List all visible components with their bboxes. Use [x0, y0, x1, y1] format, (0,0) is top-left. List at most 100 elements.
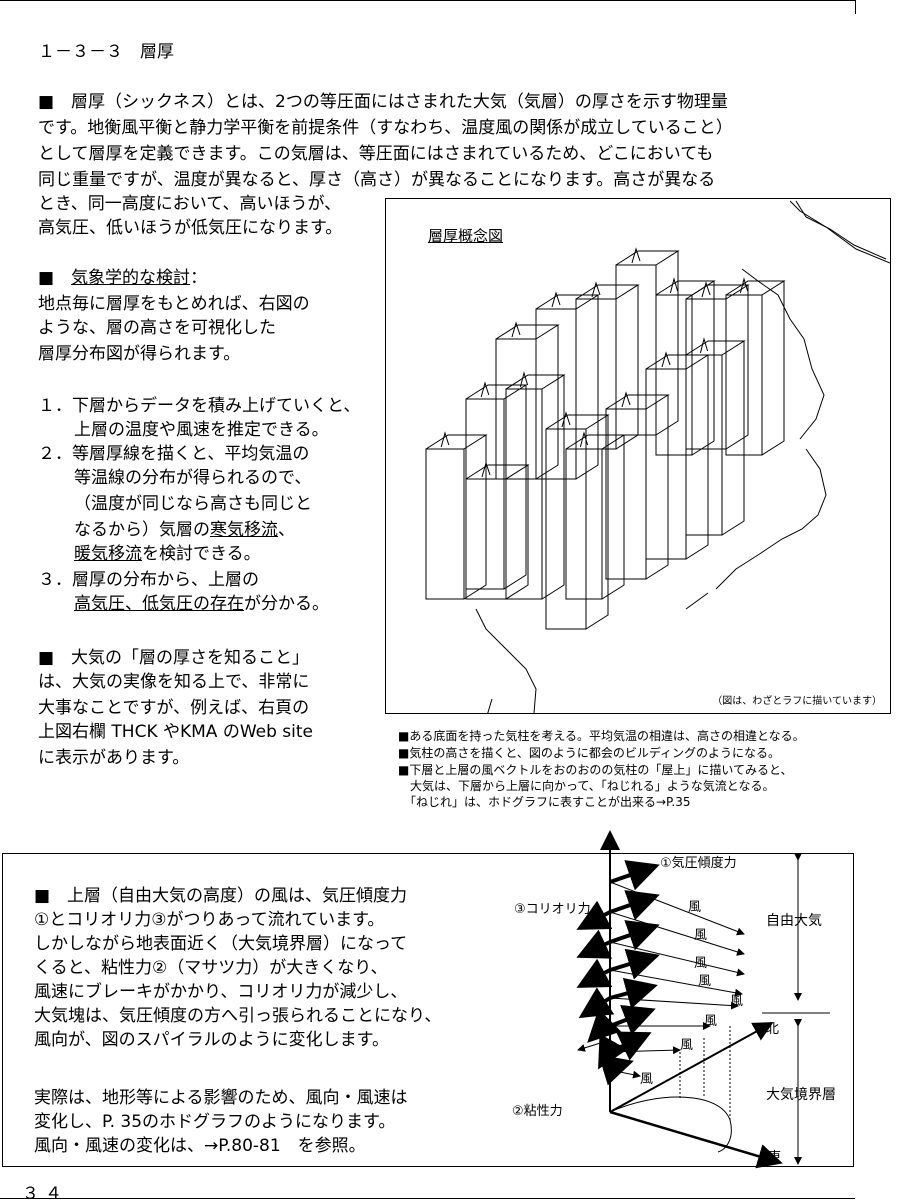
text: なるから）気層の: [74, 520, 210, 540]
warm-advection: 暖気移流: [74, 544, 142, 564]
wind-label: 風: [698, 974, 712, 989]
wind-label: 風: [730, 994, 744, 1009]
section-heading: １－３－３ 層厚: [38, 42, 174, 62]
list-item-2-cont: （温度が同じなら高さも同じと: [74, 494, 312, 514]
para-line: ■ 上層（自由大気の高度）の風は、気圧傾度力: [34, 886, 408, 906]
viscous-label: ②粘性力: [512, 1104, 563, 1119]
thickness-column: [605, 394, 670, 580]
intro-line: ■ 層厚（シックネス）とは、2つの等圧面にはさまれた大気（気層）の厚さを示す物理…: [38, 92, 728, 112]
thickness-column: [465, 464, 530, 600]
bullet: ■: [38, 268, 72, 288]
thickness-column: [495, 324, 560, 480]
caption-line: ■下層と上層の風ベクトルをおのおのの気柱の「屋上」に描いてみると、: [398, 763, 793, 777]
atmos-line: 上図右欄 THCK やKMA のWeb site: [38, 722, 314, 742]
wind-vector-mark: [739, 277, 749, 294]
thickness-column: [615, 250, 680, 436]
wind-vector-mark: [579, 431, 589, 448]
wind-label: 風: [704, 1014, 718, 1029]
bottom-rule: [0, 1198, 855, 1199]
free-atmosphere-label: 自由大気: [766, 913, 822, 929]
para-line: くると、粘性力②（マサツ力）が大きくなり、: [34, 958, 388, 978]
intro-line: 同じ重量ですが、温度が異なると、厚さ（高さ）が異なることになります。高さが異なる: [38, 170, 716, 190]
cold-advection: 寒気移流: [210, 520, 278, 540]
page-number: ３４: [22, 1184, 68, 1204]
met-line: 地点毎に層厚をもとめれば、右図の: [38, 294, 310, 314]
text: を検討できる。: [142, 544, 261, 564]
atmos-line: 大事なことですが、例えば、右頁の: [38, 698, 310, 718]
thickness-column: [425, 434, 488, 600]
colon: ：: [190, 268, 208, 288]
wind-label: 風: [680, 1038, 694, 1053]
wind-vector-mark: [480, 381, 490, 398]
figure-title: 層厚概念図: [428, 227, 504, 245]
caption-line: ■気柱の高さを描くと、図のように都会のビルディングのようになる。: [398, 746, 781, 760]
met-line: 層厚分布図が得られます。: [38, 344, 241, 364]
intro-line: とき、同一高度において、高いほうが、: [38, 194, 342, 214]
list-item-1-cont: 上層の温度や風速を推定できる。: [74, 420, 329, 440]
wind-vector-mark: [701, 281, 711, 298]
intro-line: 高気圧、低いほうが低気圧になります。: [38, 218, 343, 238]
top-right-tick: [855, 0, 856, 14]
para-line: しかしながら地表面近く（大気境界層）になって: [34, 934, 408, 954]
east-label: 東: [768, 1150, 782, 1165]
top-rule: [0, 0, 855, 1]
wind-vector-mark: [661, 351, 671, 368]
atmos-line: に表示があります。: [38, 748, 190, 768]
wind-vector-mark: [631, 247, 641, 264]
text: 、: [278, 520, 295, 540]
wind-vector-mark: [519, 371, 529, 388]
wind-label: 風: [694, 928, 708, 943]
caption-line: 大気は、下層から上層に向かって、「ねじれる」ような気流となる。: [398, 779, 775, 793]
wind-vector-mark: [699, 337, 709, 354]
para-line: 変化し、P. 35のホドグラフのようになります。: [34, 1112, 396, 1132]
high-low-pressure: 高気圧、低気圧の存在: [74, 594, 244, 614]
text: が分かる。: [244, 594, 329, 614]
thickness-column: [505, 374, 566, 600]
list-item-2: ２．等層厚線を描くと、平均気温の: [38, 444, 310, 464]
wind-vector-mark: [511, 321, 521, 338]
caption-line: ■ある底面を持った気柱を考える。平均気温の相違は、高さの相違となる。: [398, 729, 805, 743]
north-label: 北: [766, 1022, 780, 1037]
thickness-column: [545, 414, 610, 630]
thickness-figure: 層厚概念図 （図は、わざとラフに描いています）: [385, 198, 891, 714]
coriolis-label: ③コリオリ力: [514, 902, 591, 917]
list-item-3-cont: 高気圧、低気圧の存在が分かる。: [74, 592, 329, 616]
wind-vector-mark: [561, 411, 571, 428]
wind-label: 風: [688, 900, 702, 915]
figure-note: （図は、わざとラフに描いています）: [712, 696, 882, 707]
wind-vector-mark: [591, 281, 601, 298]
bottom-para-2: 実際は、地形等による影響のため、風向・風速は 変化し、P. 35のホドグラフのよ…: [34, 1086, 408, 1158]
caption-line: 「ねじれ」は、ホドグラフに表すことが出来る→P.35: [398, 795, 691, 809]
intro-line: として層厚を定義できます。この気層は、等圧面にはさまれているため、どこにおいても: [38, 144, 714, 164]
wind-vector-mark: [551, 291, 561, 308]
thickness-column: [565, 434, 626, 600]
ekman-spiral-diagram: [576, 830, 830, 1169]
list-item-2-cont: 等温線の分布が得られるので、: [74, 468, 312, 488]
thickness-column: [575, 284, 640, 450]
wind-vector-mark: [621, 391, 631, 408]
wind-label: 風: [640, 1072, 654, 1087]
wind-vector-mark: [481, 461, 491, 478]
atmos-line: は、大気の実像を知る上で、非常に: [38, 672, 310, 692]
intro-line: です。地衡風平衡と静力学平衡を前提条件（すなわち、温度風の関係が成立していること…: [38, 118, 733, 138]
pgf-label: ①気圧傾度力: [660, 856, 737, 871]
list-item-2-cont: なるから）気層の寒気移流、: [74, 518, 295, 542]
para-line: 風向が、図のスパイラルのように変化します。: [34, 1030, 389, 1050]
atmos-line: ■ 大気の「層の厚さを知ること」: [38, 648, 310, 668]
list-item-2-cont: 暖気移流を検討できる。: [74, 542, 261, 566]
ekman-spiral-box: [2, 853, 854, 1167]
wind-vector-mark: [669, 277, 679, 294]
thickness-illustration: [425, 200, 890, 713]
para-line: 風向・風速の変化は、→P.80-81 を参照。: [34, 1136, 366, 1156]
para-line: 大気塊は、気圧傾度の方へ引っ張られることになり、: [34, 1006, 442, 1026]
met-title-text: 気象学的な検討: [71, 268, 191, 288]
met-section-title: ■ 気象学的な検討：: [38, 266, 207, 290]
para-line: 実際は、地形等による影響のため、風向・風速は: [34, 1088, 408, 1108]
wind-label: 風: [694, 956, 708, 971]
list-item-1: １．下層からデータを積み上げていくと、: [38, 396, 361, 416]
thickness-column: [725, 280, 786, 456]
boundary-layer-label: 大気境界層: [766, 1087, 836, 1103]
thickness-column: [685, 340, 746, 536]
para-line: 風速にブレーキがかかり、コリオリ力が減少し、: [34, 982, 408, 1002]
thickness-column: [645, 354, 710, 560]
